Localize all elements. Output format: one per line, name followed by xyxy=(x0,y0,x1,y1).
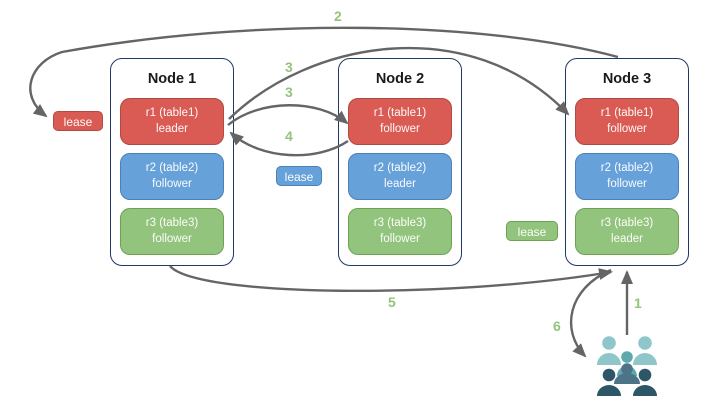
step-label-3a: 3 xyxy=(285,59,293,75)
user-front-center xyxy=(614,363,640,384)
user-back-right xyxy=(633,336,657,365)
node-1-replica-r1: r1 (table1) leader xyxy=(120,98,224,145)
node-2-replica-r3: r3 (table3) follower xyxy=(348,208,452,255)
step-label-5: 5 xyxy=(388,294,396,310)
replica-name: r1 (table1) xyxy=(373,106,427,119)
node-1-replica-r3: r3 (table3) follower xyxy=(120,208,224,255)
node-1-title: Node 1 xyxy=(147,71,197,87)
users-group-icon xyxy=(597,336,657,396)
step-label-3b: 3 xyxy=(285,84,293,100)
replica-name: r1 (table1) xyxy=(600,106,654,119)
node-1: Node 1 r1 (table1) leader r2 (table2) fo… xyxy=(110,58,234,266)
lease-label-table2: lease xyxy=(276,166,322,186)
node-2-replica-r1: r1 (table1) follower xyxy=(348,98,452,145)
lease-label-table3: lease xyxy=(506,221,558,241)
node-3-replica-r3: r3 (table3) leader xyxy=(575,208,679,255)
replica-name: r3 (table3) xyxy=(373,216,427,229)
step-label-6: 6 xyxy=(553,318,561,334)
step-label-4: 4 xyxy=(285,128,293,144)
user-back-left xyxy=(597,336,621,365)
replica-role: follower xyxy=(152,232,192,245)
arrow-step-5 xyxy=(169,265,613,293)
arrow-step-3-to-node2 xyxy=(227,104,349,126)
replica-name: r2 (table2) xyxy=(373,161,427,174)
node-3-title: Node 3 xyxy=(602,71,652,87)
node-3-replica-r1: r1 (table1) follower xyxy=(575,98,679,145)
replica-name: r1 (table1) xyxy=(145,106,199,119)
replica-name: r2 (table2) xyxy=(600,161,654,174)
replica-name: r2 (table2) xyxy=(145,161,199,174)
replica-role: follower xyxy=(607,177,647,190)
user-front-right xyxy=(633,368,657,396)
replica-name: r3 (table3) xyxy=(145,216,199,229)
replica-role: leader xyxy=(611,232,643,245)
replica-role: follower xyxy=(152,177,192,190)
step-label-2: 2 xyxy=(334,8,342,24)
node-2: Node 2 r1 (table1) follower r2 (table2) … xyxy=(338,58,462,266)
replica-name: r3 (table3) xyxy=(600,216,654,229)
lease-label-table1: lease xyxy=(53,111,103,131)
node-1-replica-r2: r2 (table2) follower xyxy=(120,153,224,200)
replica-role: leader xyxy=(156,122,188,135)
step-label-1: 1 xyxy=(634,295,642,311)
replica-role: follower xyxy=(380,122,420,135)
node-3-replica-r2: r2 (table2) follower xyxy=(575,153,679,200)
node-2-title: Node 2 xyxy=(375,71,425,87)
replica-role: leader xyxy=(384,177,416,190)
user-front-left xyxy=(597,368,621,396)
replica-role: follower xyxy=(607,122,647,135)
replica-role: follower xyxy=(380,232,420,245)
node-3: Node 3 r1 (table1) follower r2 (table2) … xyxy=(565,58,689,266)
node-2-replica-r2: r2 (table2) leader xyxy=(348,153,452,200)
